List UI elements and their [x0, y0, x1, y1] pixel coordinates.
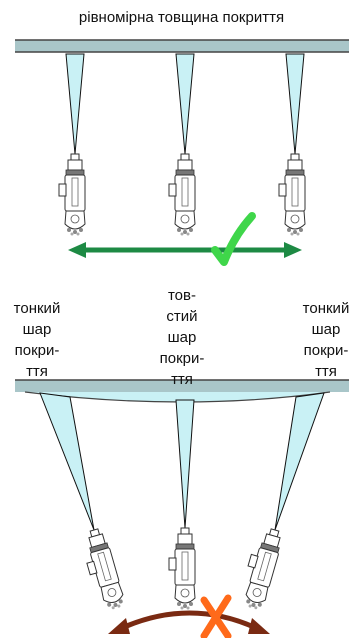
cross-mark-icon	[200, 594, 232, 640]
top-spray-guns	[58, 153, 306, 236]
top-spray-cones	[65, 53, 305, 155]
top-caption: рівномірна товщина покриття	[78, 9, 285, 26]
check-mark-icon	[211, 212, 256, 266]
label-thick-middle: тов- стий шар покри- ття	[159, 287, 205, 388]
bottom-spray-guns	[78, 525, 286, 614]
bottom-panel	[15, 379, 349, 640]
top-surface	[15, 39, 349, 53]
bottom-arc-arrow	[108, 610, 270, 634]
top-panel	[15, 39, 349, 266]
bottom-spray-cones	[39, 392, 325, 531]
label-thin-left: тонкий шар покри- ття	[13, 300, 61, 380]
top-double-arrow	[68, 242, 302, 258]
label-thin-right: тонкий шар покри- ття	[302, 300, 350, 380]
